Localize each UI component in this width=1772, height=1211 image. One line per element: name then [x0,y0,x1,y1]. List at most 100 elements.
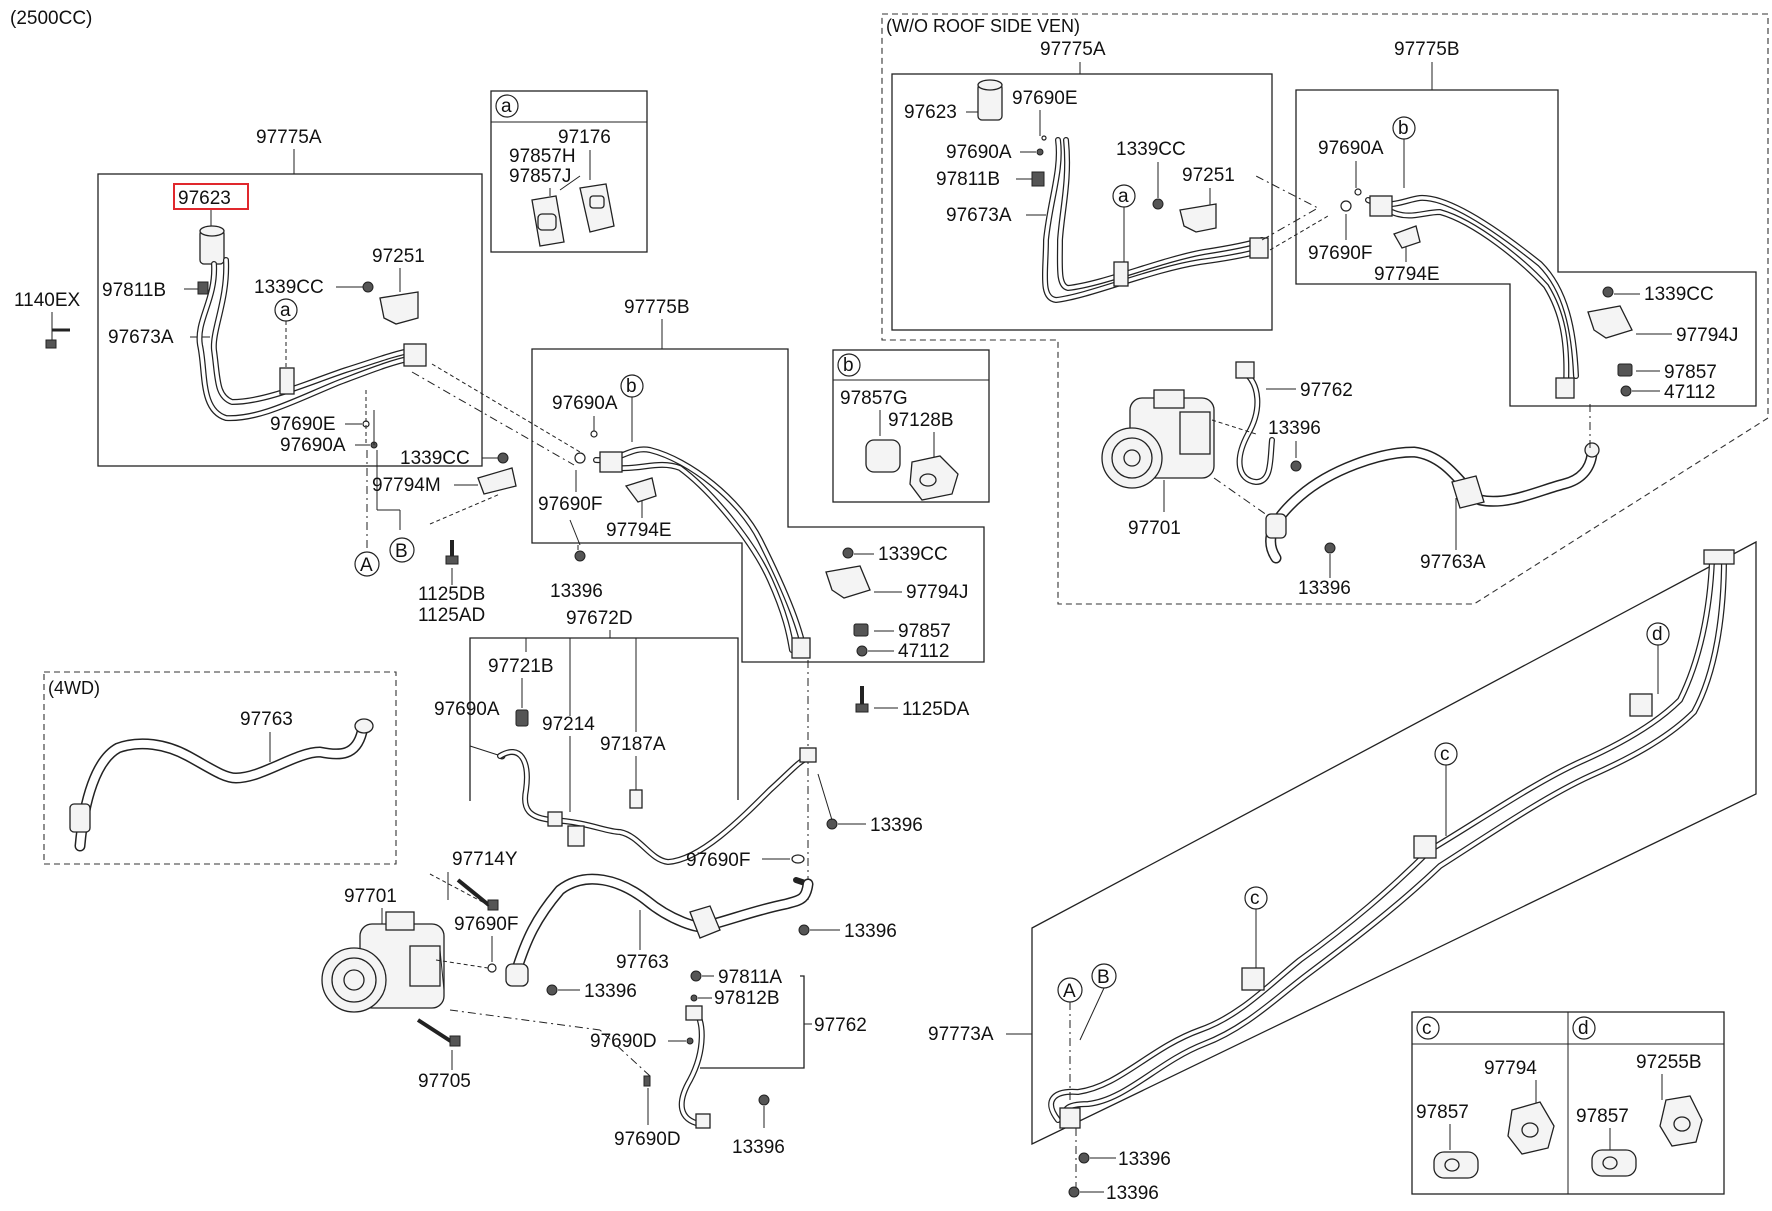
label-97705[interactable]: 97705 [418,1071,471,1092]
label-97763a-wo[interactable]: 97763A [1420,552,1486,573]
route-markers-left: A B [354,450,415,577]
label-1339cc-mid[interactable]: 1339CC [878,544,948,565]
label-13396-lower-2[interactable]: 13396 [732,1137,785,1158]
section-4wd: (4WD) 97763 [43,671,397,865]
compressor-97701-lower [321,911,445,1013]
highlight-box-97623 [173,183,249,210]
label-97690a-2-wo[interactable]: 97690A [1318,138,1384,159]
label-97763-lower[interactable]: 97763 [616,952,669,973]
label-1339cc-2[interactable]: 1339CC [400,448,470,469]
header-4wd: (4WD) [48,678,100,698]
label-97857-detd[interactable]: 97857 [1576,1106,1629,1127]
group-frame-97775a-wo [891,73,1273,331]
label-97773a[interactable]: 97773A [928,1024,994,1045]
label-97775a[interactable]: 97775A [256,127,322,148]
label-97690a[interactable]: 97690A [280,435,346,456]
label-97857h[interactable]: 97857H [509,146,576,167]
label-1125da[interactable]: 1125DA [902,699,970,720]
label-97857j[interactable]: 97857J [509,166,571,187]
label-97762-wo[interactable]: 97762 [1300,380,1353,401]
label-97690e[interactable]: 97690E [270,414,336,435]
label-97714y[interactable]: 97714Y [452,849,518,870]
label-97812b[interactable]: 97812B [714,988,780,1009]
label-97690f-2-mid[interactable]: 97690F [686,850,750,871]
label-97701-lower[interactable]: 97701 [344,886,397,907]
label-97673a-wo[interactable]: 97673A [946,205,1012,226]
label-47112-wo[interactable]: 47112 [1664,382,1715,403]
label-97794e-wo[interactable]: 97794E [1374,264,1440,285]
label-97701-wo[interactable]: 97701 [1128,518,1181,539]
label-1125db[interactable]: 1125DB [418,584,485,605]
route-marker-a[interactable] [354,551,380,577]
label-97763-4wd[interactable]: 97763 [240,709,293,730]
label-97794j-wo[interactable]: 97794J [1676,325,1738,346]
label-13396-2-right[interactable]: 13396 [1106,1183,1159,1204]
label-97857g[interactable]: 97857G [840,388,908,409]
label-97690f-wo[interactable]: 97690F [1308,243,1372,264]
label-1339cc[interactable]: 1339CC [254,277,324,298]
label-13396-3-mid[interactable]: 13396 [844,921,897,942]
label-97623[interactable]: 97623 [178,188,231,209]
label-13396-right[interactable]: 13396 [1118,1149,1171,1170]
label-97623-wo[interactable]: 97623 [904,102,957,123]
route-marker-b-right-text: B [1097,967,1110,988]
label-97775b-mid[interactable]: 97775B [624,297,690,318]
label-97690e-wo[interactable]: 97690E [1012,88,1078,109]
label-97673a[interactable]: 97673A [108,327,174,348]
hose-97763a-wo [1265,442,1600,564]
label-97690f-lower[interactable]: 97690F [454,914,518,935]
pipe-97762-wo [1235,361,1275,485]
label-97721b[interactable]: 97721B [488,656,554,677]
label-97762-lower[interactable]: 97762 [814,1015,867,1036]
label-97811a[interactable]: 97811A [718,967,782,988]
label-97775b-wo[interactable]: 97775B [1394,39,1460,60]
group-compressor-lower: 97714Y 97701 97690F 97763 [321,849,867,1158]
label-97251-wo[interactable]: 97251 [1182,165,1235,186]
label-97811b[interactable]: 97811B [102,280,166,301]
group-clamp-97794m: 1339CC 97794M 1125DB 1125AD [372,448,517,626]
label-13396-2-mid[interactable]: 13396 [870,815,923,836]
label-97775a-wo[interactable]: 97775A [1040,39,1106,60]
label-47112-mid[interactable]: 47112 [898,641,949,662]
label-13396-wo[interactable]: 13396 [1268,418,1321,439]
pipe-97775b-mid [593,446,811,659]
label-1339cc-2-wo[interactable]: 1339CC [1644,284,1714,305]
label-97128b[interactable]: 97128B [888,410,954,431]
label-97690f-mid[interactable]: 97690F [538,494,602,515]
bracket-97794j-wo [1587,305,1633,339]
label-1125ad[interactable]: 1125AD [418,605,485,626]
detail-box-b: b 97857G 97128B [832,349,990,503]
group-frame-97773a [1031,540,1757,1146]
label-97187a[interactable]: 97187A [600,734,666,755]
label-97690d-2[interactable]: 97690D [614,1129,681,1150]
label-97811b-wo[interactable]: 97811B [936,169,1000,190]
clamp-set-detc [1433,1101,1555,1179]
label-1339cc-wo[interactable]: 1339CC [1116,139,1186,160]
label-97251[interactable]: 97251 [372,246,425,267]
label-97214[interactable]: 97214 [542,714,595,735]
label-13396-mid[interactable]: 13396 [550,581,603,602]
label-13396-lower[interactable]: 13396 [584,981,637,1002]
label-1140ex[interactable]: 1140EX [14,290,81,311]
grommet-bracket-part [865,439,959,501]
label-97857-wo[interactable]: 97857 [1664,362,1717,383]
label-97672d[interactable]: 97672D [566,608,633,629]
label-97857-mid[interactable]: 97857 [898,621,951,642]
label-97857-detc[interactable]: 97857 [1416,1102,1469,1123]
label-97794j-mid[interactable]: 97794J [906,582,968,603]
label-97690d[interactable]: 97690D [590,1031,657,1052]
label-97255b-detd[interactable]: 97255B [1636,1052,1702,1073]
pipe-97672d [497,749,811,865]
label-97176[interactable]: 97176 [558,127,611,148]
label-97690a-mid[interactable]: 97690A [552,393,618,414]
bolt-97705 [416,1018,461,1047]
clamp-pad-part [531,183,615,247]
label-13396-2-wo[interactable]: 13396 [1298,578,1351,599]
label-97690a-2[interactable]: 97690A [434,699,500,720]
route-marker-b[interactable] [389,537,415,563]
label-97794-detc[interactable]: 97794 [1484,1058,1537,1079]
label-97690a-wo[interactable]: 97690A [946,142,1012,163]
label-97794e-mid[interactable]: 97794E [606,520,672,541]
receiver-dryer-part [199,225,225,265]
label-97794m[interactable]: 97794M [372,475,441,496]
